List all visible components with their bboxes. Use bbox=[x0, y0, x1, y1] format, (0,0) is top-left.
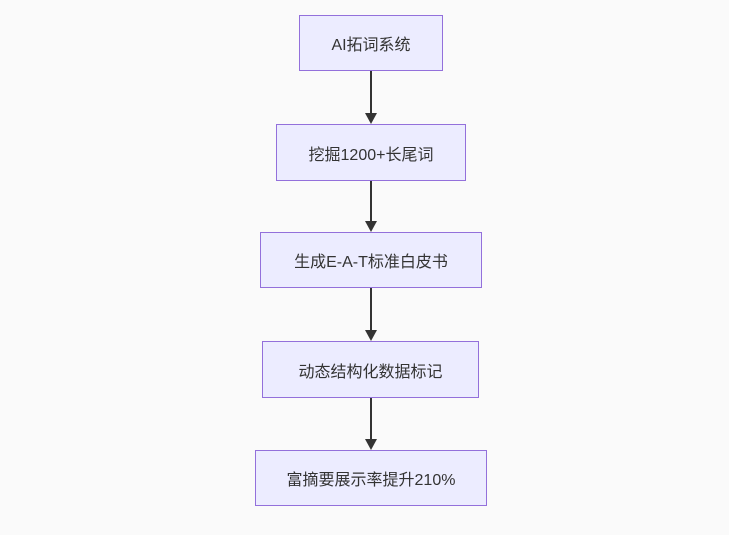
node-label: 生成E-A-T标准白皮书 bbox=[294, 254, 448, 271]
flow-arrow-down-icon bbox=[365, 71, 377, 124]
flow-arrow-down-icon bbox=[365, 288, 377, 341]
flow-node-mine-longtail-keywords: 挖掘1200+长尾词 bbox=[276, 124, 466, 181]
flow-node-ai-word-expansion-system: AI拓词系统 bbox=[299, 15, 443, 71]
node-label: 动态结构化数据标记 bbox=[298, 363, 443, 381]
node-label: AI拓词系统 bbox=[331, 37, 411, 54]
flow-node-dynamic-structured-data-markup: 动态结构化数据标记 bbox=[262, 341, 479, 398]
flow-node-rich-snippet-rate-increase: 富摘要展示率提升210% bbox=[255, 450, 487, 506]
flow-node-generate-eat-whitepaper: 生成E-A-T标准白皮书 bbox=[260, 232, 482, 288]
node-label: 富摘要展示率提升210% bbox=[286, 472, 456, 489]
flow-arrow-down-icon bbox=[365, 398, 377, 450]
node-label: 挖掘1200+长尾词 bbox=[308, 146, 434, 164]
flow-arrow-down-icon bbox=[365, 181, 377, 232]
